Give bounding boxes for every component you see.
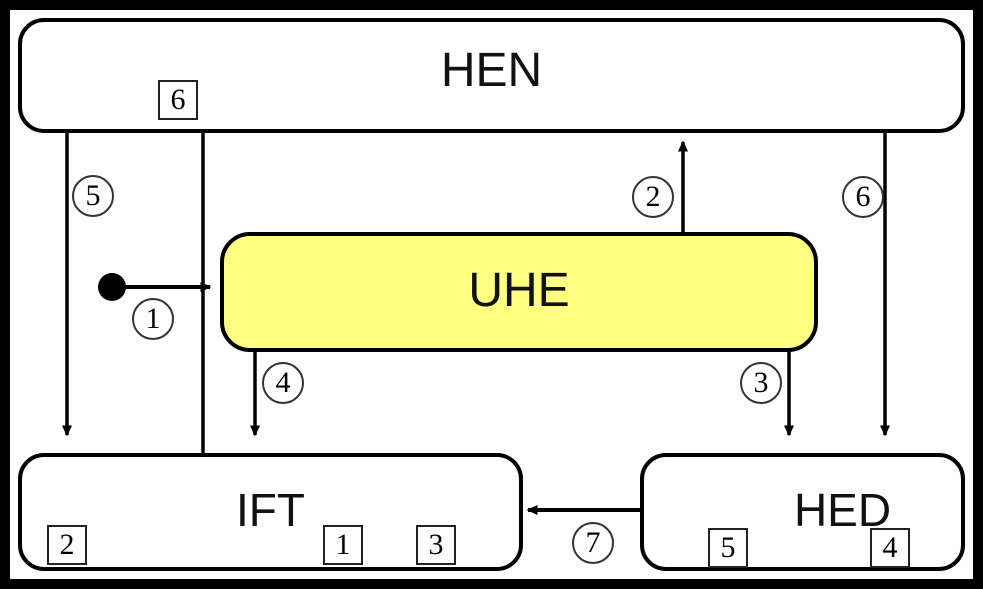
diagram-plate: HEN UHE IFT HED 6 2 1 3 5 4 5 1 4 2 3 6 … bbox=[10, 10, 973, 579]
circle-label-4: 4 bbox=[262, 362, 304, 404]
square-label-1-ift: 1 bbox=[323, 525, 363, 565]
square-label-3-ift: 3 bbox=[416, 525, 456, 565]
circle-label-7: 7 bbox=[572, 522, 614, 564]
square-label-4-hed: 4 bbox=[870, 528, 910, 568]
circle-label-1: 1 bbox=[132, 298, 174, 340]
square-label-2-ift: 2 bbox=[47, 525, 87, 565]
circle-label-2: 2 bbox=[632, 176, 674, 218]
square-label-6-hen: 6 bbox=[158, 80, 198, 120]
state-label-ift: IFT bbox=[236, 484, 305, 536]
state-label-hed: HED bbox=[793, 484, 892, 536]
state-label-uhe: UHE bbox=[468, 264, 570, 317]
circle-label-3: 3 bbox=[740, 362, 782, 404]
square-label-5-hed: 5 bbox=[708, 528, 748, 568]
circle-label-6: 6 bbox=[842, 176, 884, 218]
state-box-uhe[interactable] bbox=[220, 232, 818, 352]
state-label-hen: HEN bbox=[440, 44, 543, 97]
circle-label-5: 5 bbox=[72, 175, 114, 217]
state-box-hed[interactable] bbox=[640, 453, 965, 571]
initial-state-node bbox=[98, 273, 126, 301]
